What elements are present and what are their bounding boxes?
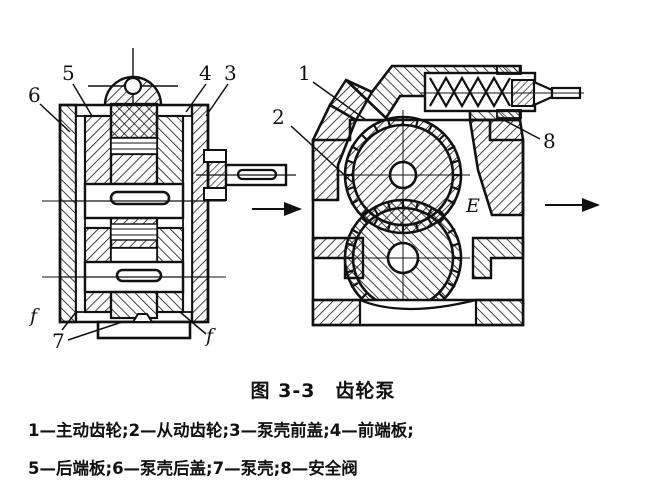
- casing-mounting-base: [311, 236, 525, 327]
- callout-3: 3: [224, 61, 237, 85]
- valve-spring: [429, 75, 511, 109]
- callout-f-right: f: [204, 325, 216, 347]
- legend-line-2: 5—后端板;6—泵壳后盖;7—泵壳;8—安全阀: [28, 459, 358, 478]
- front-cover-wall: [182, 103, 210, 324]
- outlet-port-boss: [468, 118, 525, 217]
- left-longitudinal-section-view: 6 5 4 3 7 f f: [28, 48, 296, 353]
- figure-title: 图 3-3 齿轮泵: [250, 380, 396, 402]
- right-view-leaders: [290, 81, 541, 183]
- callout-f-left: f: [28, 305, 40, 327]
- right-transverse-section-view: 1 2 8 E: [272, 61, 584, 327]
- safety-relief-valve: [420, 65, 584, 119]
- protruding-shaft: [196, 149, 296, 201]
- rear-cover-wall: [58, 103, 86, 324]
- figure-drawing-area: 6 5 4 3 7 f f: [28, 48, 600, 353]
- callout-8: 8: [543, 129, 556, 153]
- left-view-leaders: [39, 83, 229, 341]
- top-boss: [88, 48, 178, 112]
- callout-6: 6: [28, 83, 41, 107]
- base-foot: [96, 313, 192, 340]
- callout-E: E: [465, 195, 480, 217]
- figure-caption-block: 图 3-3 齿轮泵 1—主动齿轮;2—从动齿轮;3—泵壳前盖;4—前端板; 5—…: [0, 368, 646, 502]
- callout-1: 1: [298, 61, 311, 85]
- callout-7: 7: [52, 329, 65, 353]
- gear-pump-drawing: 6 5 4 3 7 f f: [28, 48, 600, 353]
- lower-gear-stack: [109, 223, 159, 320]
- callout-4: 4: [199, 61, 212, 85]
- upper-gear-web: [109, 102, 159, 155]
- legend-line-1: 1—主动齿轮;2—从动齿轮;3—泵壳前盖;4—前端板;: [28, 421, 414, 440]
- callout-2: 2: [272, 105, 285, 129]
- callout-5: 5: [62, 61, 75, 85]
